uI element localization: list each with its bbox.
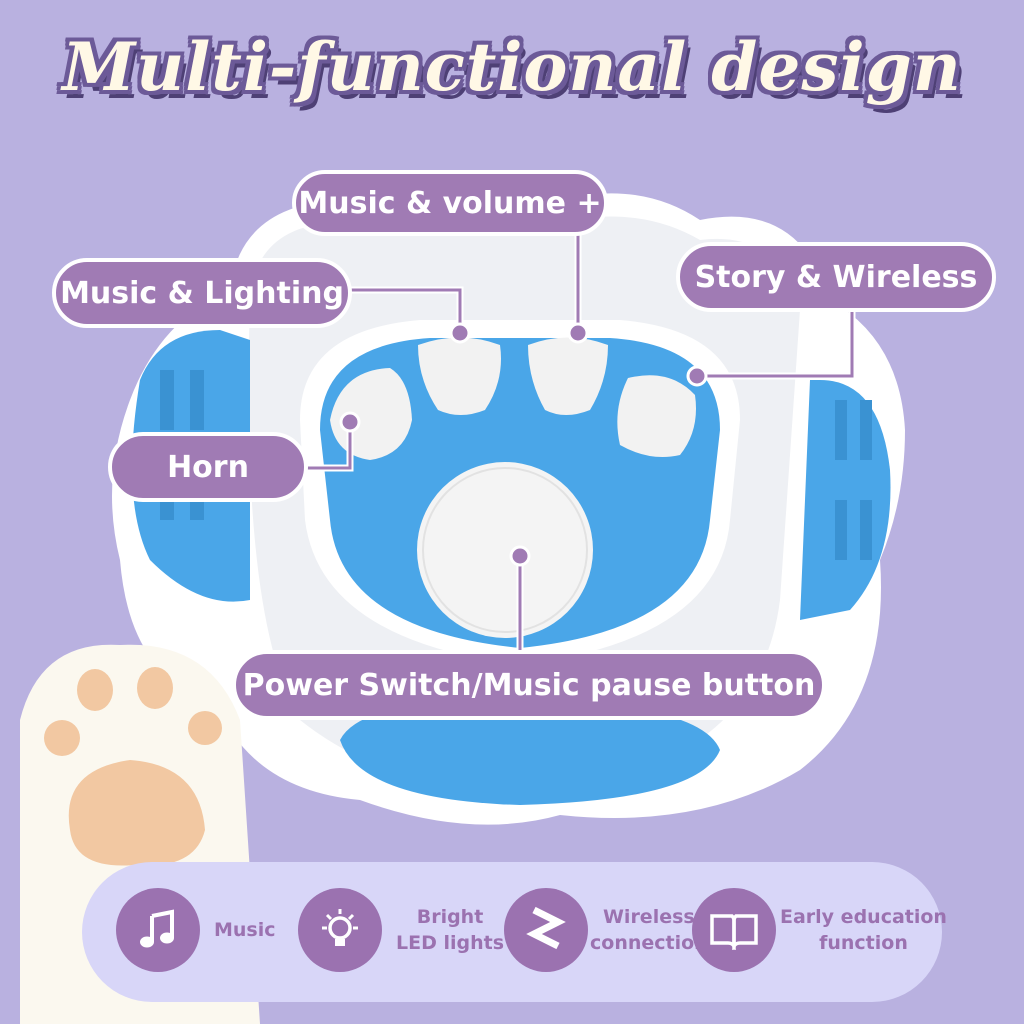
feature-wireless-label-1: Wireless bbox=[602, 906, 695, 928]
feature-music-label: Music bbox=[214, 919, 276, 941]
light-bulb-icon bbox=[298, 888, 382, 972]
page-title: Multi-functional design bbox=[62, 28, 962, 106]
lighting-button bbox=[418, 337, 501, 415]
callout-music-volume: Music & volume + bbox=[292, 170, 608, 236]
music-note-icon bbox=[116, 888, 200, 972]
feature-led-label-2: LED lights bbox=[396, 932, 505, 954]
feature-education-label-2: function bbox=[819, 932, 908, 954]
feature-education-label-1: Early education bbox=[780, 906, 947, 928]
wireless-icon bbox=[504, 888, 588, 972]
callout-horn: Horn bbox=[108, 432, 308, 502]
volume-button bbox=[528, 337, 608, 415]
power-button bbox=[417, 462, 593, 638]
feature-wireless-label-2: connection bbox=[590, 932, 708, 954]
callout-power-switch: Power Switch/Music pause button bbox=[232, 650, 826, 720]
feature-wireless: Wireless connection bbox=[504, 888, 708, 972]
story-button bbox=[617, 375, 696, 458]
feature-early-education: Early education function bbox=[692, 888, 947, 972]
feature-led-label-1: Bright bbox=[416, 906, 484, 928]
feature-led-lights: Bright LED lights bbox=[298, 888, 504, 972]
bottom-base bbox=[340, 700, 720, 805]
callout-music-lighting: Music & Lighting bbox=[52, 258, 352, 328]
callout-story-wireless: Story & Wireless bbox=[676, 242, 996, 312]
open-book-icon bbox=[692, 888, 776, 972]
feature-music: Music bbox=[116, 888, 276, 972]
